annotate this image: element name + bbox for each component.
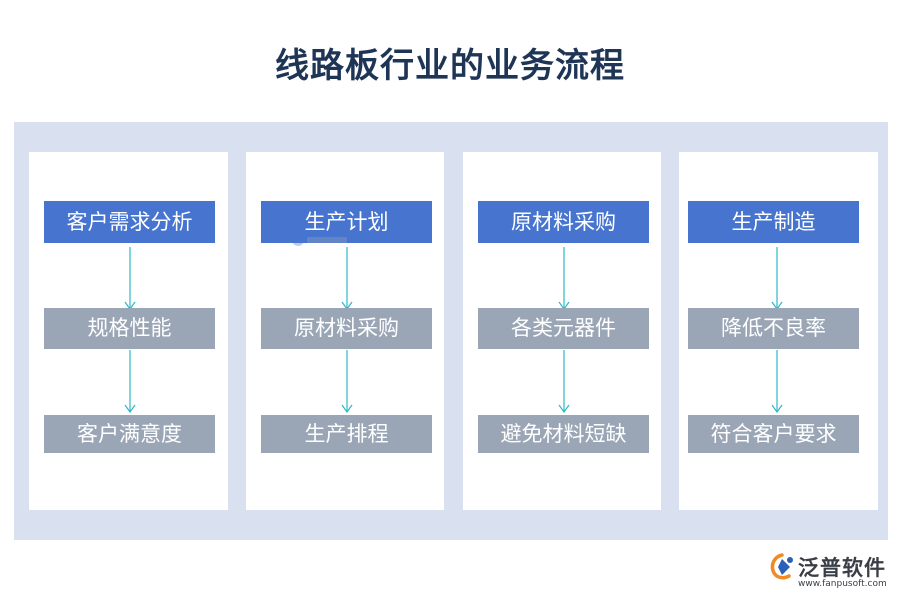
step-bottom-box: 生产排程: [261, 415, 432, 453]
step-bottom-box: 客户满意度: [44, 415, 215, 453]
fanpu-logo-icon: [770, 553, 793, 580]
down-arrow-icon: [558, 350, 570, 414]
process-column-1: 客户需求分析 规格性能 客户满意度: [29, 152, 228, 510]
step-middle-box: 降低不良率: [688, 308, 859, 349]
down-arrow-icon: [124, 350, 136, 414]
step-bottom-box: 避免材料短缺: [478, 415, 649, 453]
watermark-logo-icon: [292, 234, 347, 246]
step-header-box: 生产计划: [261, 201, 432, 243]
down-arrow-icon: [771, 350, 783, 414]
step-bottom-box: 符合客户要求: [688, 415, 859, 453]
step-middle-box: 各类元器件: [478, 308, 649, 349]
page-title: 线路板行业的业务流程: [275, 46, 625, 86]
process-column-4: 生产制造 降低不良率 符合客户要求: [679, 152, 878, 510]
step-header-box: 原材料采购: [478, 201, 649, 243]
down-arrow-icon: [124, 247, 136, 311]
process-column-3: 原材料采购 各类元器件 避免材料短缺: [463, 152, 661, 510]
step-header-box: 生产制造: [688, 201, 859, 243]
down-arrow-icon: [558, 247, 570, 311]
step-middle-box: 原材料采购: [261, 308, 432, 349]
process-column-2: 生产计划 原材料采购 生产排程: [246, 152, 444, 510]
down-arrow-icon: [341, 350, 353, 414]
step-header-box: 客户需求分析: [44, 201, 215, 243]
step-middle-box: 规格性能: [44, 308, 215, 349]
down-arrow-icon: [341, 247, 353, 311]
down-arrow-icon: [771, 247, 783, 311]
brand-url: www.fanpusoft.com: [798, 579, 887, 589]
brand-logo: 泛普软件 www.fanpusoft.com: [768, 552, 892, 596]
brand-name: 泛普软件: [798, 556, 886, 580]
